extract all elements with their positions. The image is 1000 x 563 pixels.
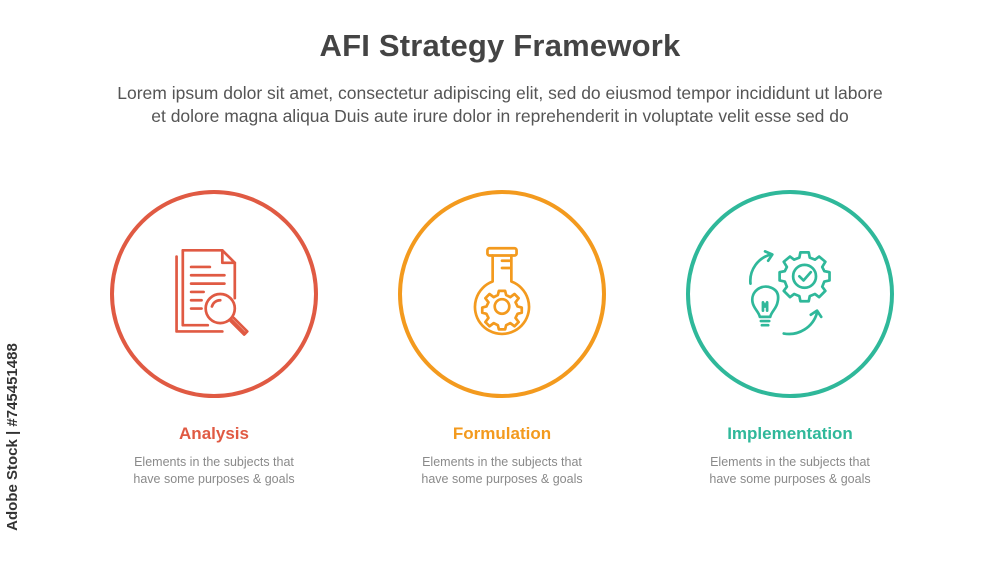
step-label: Formulation [452, 424, 552, 443]
step-label: Implementation [727, 424, 853, 443]
document-magnifier-icon [175, 248, 249, 336]
step-circle [110, 190, 318, 398]
step-description: Elements in the subjects that have some … [70, 454, 358, 487]
page-subtitle: Lorem ipsum dolor sit amet, consectetur … [40, 82, 960, 128]
gear-lightbulb-cycle-icon [749, 250, 831, 336]
step-description-line-2: have some purposes & goals [709, 471, 871, 486]
step-circle [398, 190, 606, 398]
flask-gear-icon [473, 246, 531, 336]
step-description-line-2: have some purposes & goals [421, 471, 583, 486]
step-description-line-1: Elements in the subjects that [710, 455, 870, 469]
step-description: Elements in the subjects that have some … [358, 454, 646, 487]
step-description-line-2: have some purposes & goals [133, 471, 295, 486]
step-circle [686, 190, 894, 398]
subtitle-line-1: Lorem ipsum dolor sit amet, consectetur … [117, 83, 883, 103]
step-description-line-1: Elements in the subjects that [134, 455, 294, 469]
subtitle-line-2: et dolore magna aliqua Duis aute irure d… [151, 106, 849, 126]
step-description: Elements in the subjects that have some … [646, 454, 934, 487]
page-title: AFI Strategy Framework [319, 28, 681, 63]
step-label: Analysis [179, 424, 249, 443]
step-description-line-1: Elements in the subjects that [422, 455, 582, 469]
stock-credit: Adobe Stock | #745451488 [4, 343, 21, 531]
